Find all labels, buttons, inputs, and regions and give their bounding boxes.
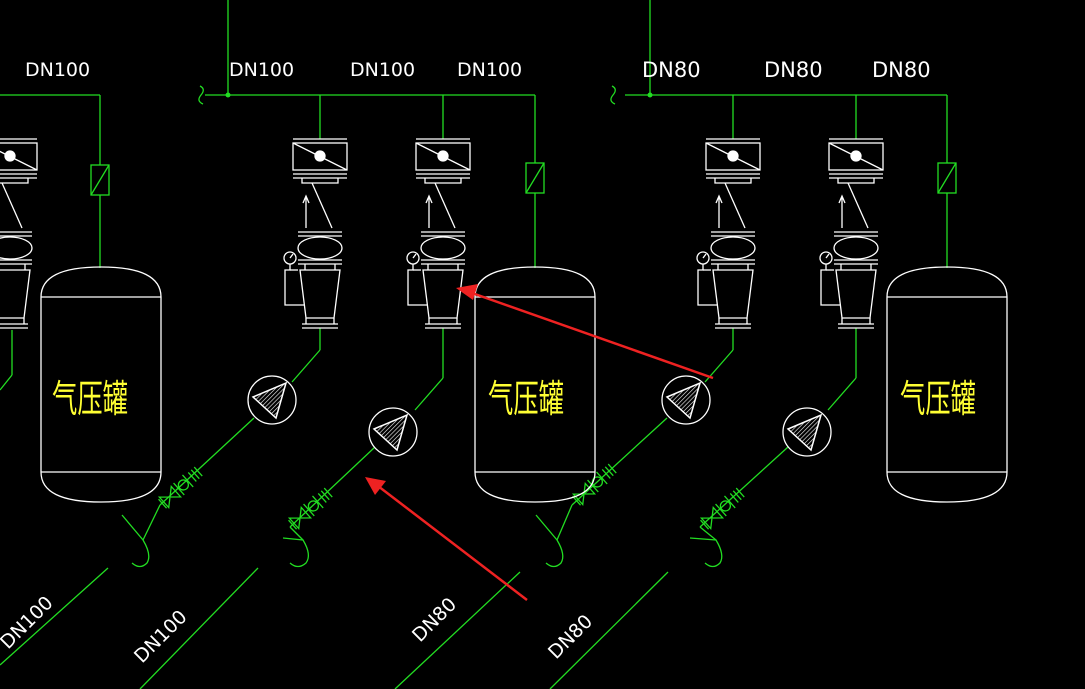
arrow-icon xyxy=(365,477,528,601)
pipe-size-label: DN80 xyxy=(408,593,461,646)
pipe-size-label: DN100 xyxy=(229,59,294,81)
gate-valve-icon xyxy=(156,464,205,511)
pipe-size-label: DN100 xyxy=(130,606,192,668)
filter-icon xyxy=(937,162,957,194)
filter-icon xyxy=(90,164,110,196)
filter-icon xyxy=(525,162,545,194)
pipe-size-label: DN100 xyxy=(457,59,522,81)
tank-label: 气压罐 xyxy=(52,377,128,421)
pump-icon xyxy=(782,407,832,457)
pump-icon xyxy=(368,407,418,457)
tank-label: 气压罐 xyxy=(488,377,564,421)
pipe-size-label: DN100 xyxy=(0,592,58,654)
pipe-break-icon xyxy=(610,85,616,105)
piping xyxy=(0,0,957,689)
pipe-break-icon xyxy=(198,85,204,105)
pipe-size-label: DN80 xyxy=(872,58,931,82)
gate-valve-icon xyxy=(698,485,747,532)
pump-icon xyxy=(247,375,297,425)
pipe-size-label: DN80 xyxy=(764,58,823,82)
pipe-size-label: DN80 xyxy=(642,58,701,82)
pipe-size-label: DN100 xyxy=(25,59,90,81)
pump-icon xyxy=(661,375,711,425)
tank-label: 气压罐 xyxy=(900,377,976,421)
pipe-size-label: DN100 xyxy=(350,59,415,81)
arrow-icon xyxy=(456,284,714,380)
pipe-size-label: DN80 xyxy=(544,610,597,663)
